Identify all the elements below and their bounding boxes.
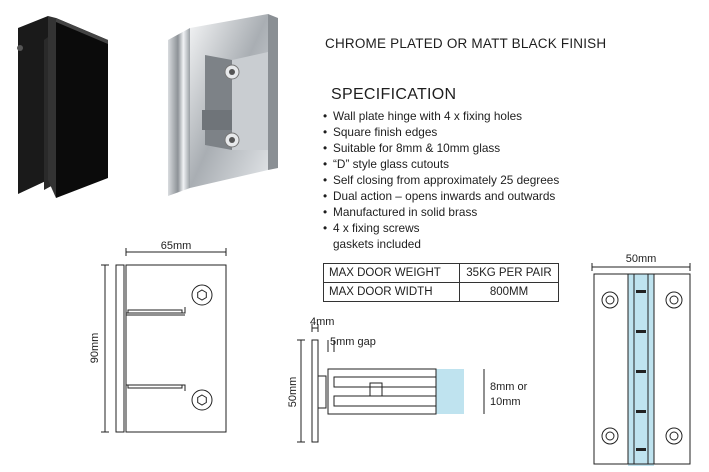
table-row: MAX DOOR WIDTH 800MM (323, 282, 559, 302)
glass-panel (436, 369, 464, 414)
dim-front-height: 90mm (89, 333, 101, 364)
table-row: MAX DOOR WEIGHT 35KG PER PAIR (323, 263, 559, 283)
spec-table: MAX DOOR WEIGHT 35KG PER PAIR MAX DOOR W… (323, 263, 559, 302)
front-view-drawing: 65mm 90mm (89, 240, 227, 433)
spec-item: Suitable for 8mm & 10mm glass (323, 140, 559, 156)
chrome-hinge-photo (168, 14, 278, 196)
dim-side-height: 50mm (287, 377, 299, 408)
spec-list: Wall plate hinge with 4 x fixing holes S… (323, 108, 559, 252)
dim-front-width: 65mm (161, 240, 192, 252)
spec-item: Self closing from approximately 25 degre… (323, 172, 559, 188)
spec-item: Manufactured in solid brass (323, 204, 559, 220)
dim-hinge-width: 50mm (626, 253, 657, 265)
dim-side-plate: 4mm (310, 316, 334, 328)
spec-item: Square finish edges (323, 124, 559, 140)
dim-glass-line1: 8mm or (490, 381, 528, 393)
spec-title: SPECIFICATION (331, 86, 457, 103)
spec-item: gaskets included (333, 237, 421, 251)
side-view-drawing: 4mm 5mm gap 50mm 8mm or 10mm (287, 316, 528, 443)
spec-item: 4 x fixing screws (323, 220, 559, 236)
finish-heading: CHROME PLATED OR MATT BLACK FINISH (325, 36, 607, 51)
table-cell-value: 800MM (459, 282, 559, 302)
dim-glass-line2: 10mm (490, 396, 521, 408)
dim-side-gap: 5mm gap (330, 336, 376, 348)
table-cell-label: MAX DOOR WEIGHT (323, 263, 460, 283)
spec-item: “D” style glass cutouts (323, 156, 559, 172)
table-cell-value: 35KG PER PAIR (459, 263, 559, 283)
spec-item: Wall plate hinge with 4 x fixing holes (323, 108, 559, 124)
matt-black-hinge-photo (17, 16, 108, 198)
table-cell-label: MAX DOOR WIDTH (323, 282, 460, 302)
hinge-face-drawing: 50mm (591, 253, 691, 466)
spec-item: Dual action – opens inwards and outwards (323, 188, 559, 204)
